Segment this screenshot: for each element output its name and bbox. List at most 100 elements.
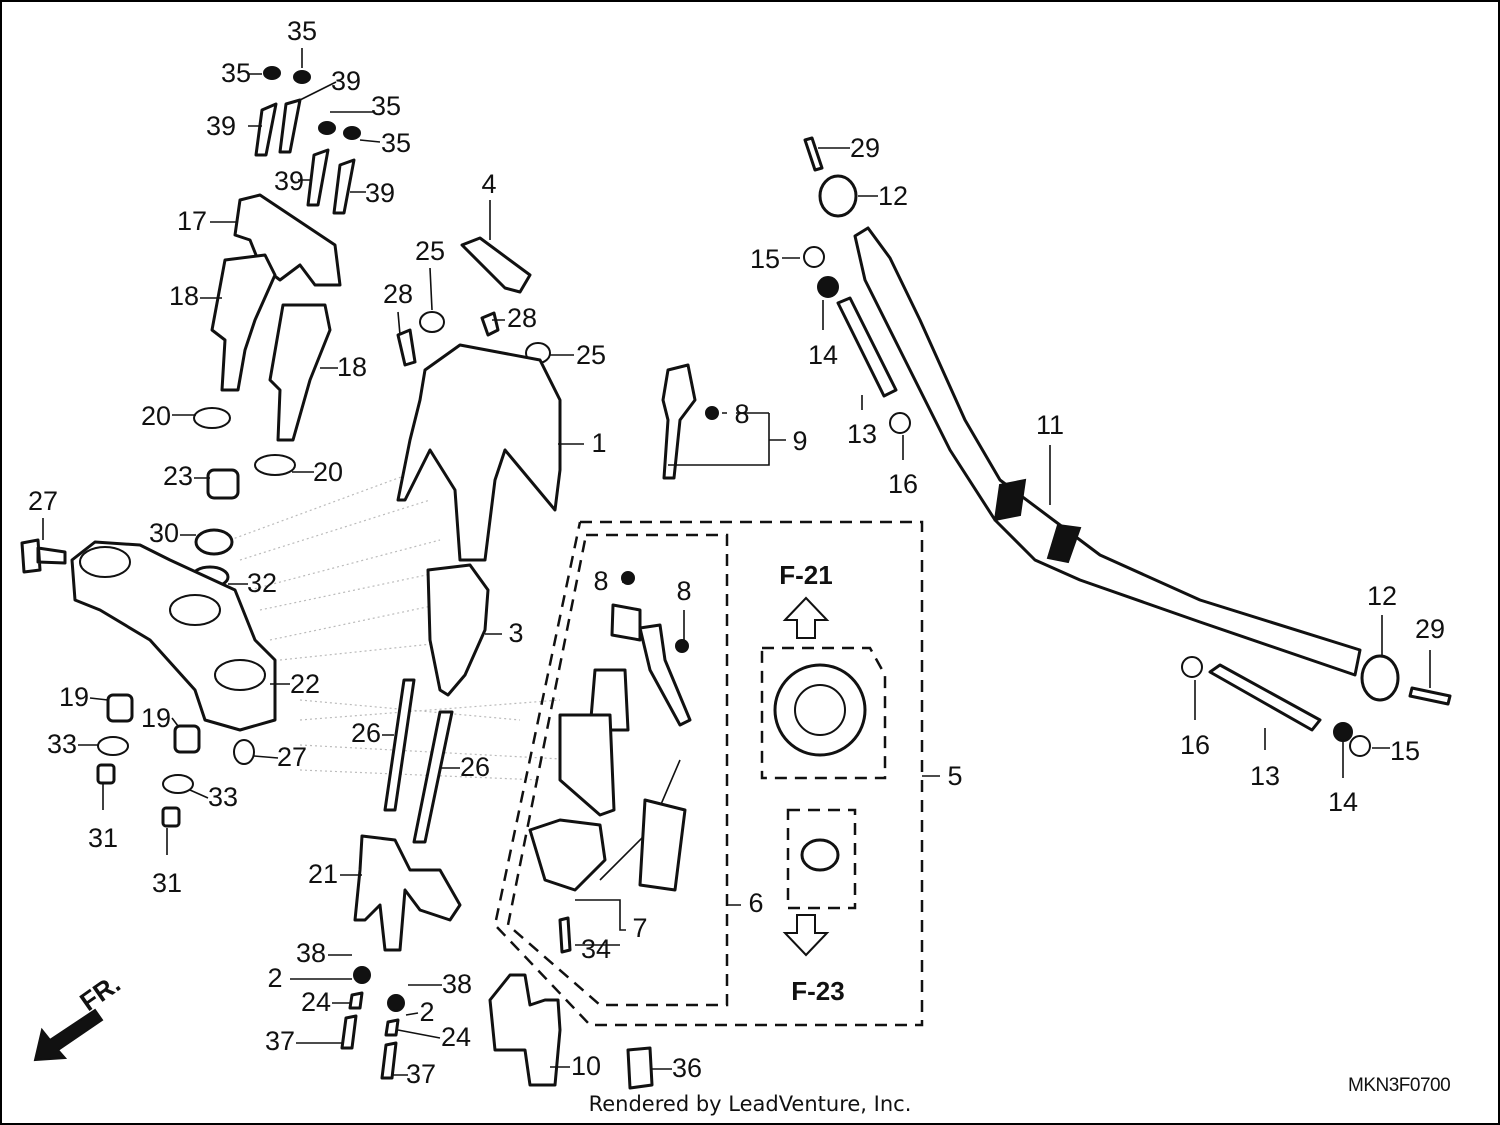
- ring-top: [817, 276, 839, 298]
- screw-right: [480, 311, 500, 337]
- part-label-24: 24: [301, 987, 331, 1017]
- ring-right: [1333, 722, 1353, 742]
- part-label-35: 35: [287, 16, 317, 46]
- part-label-8: 8: [593, 566, 608, 596]
- lock-ref: [800, 838, 840, 872]
- part-label-35: 35: [221, 58, 251, 88]
- part-label-35: 35: [381, 128, 411, 158]
- ref-box-bottom: [786, 808, 857, 910]
- fr-mark: FR.: [74, 968, 126, 1017]
- small-fasteners-bottom: [340, 966, 405, 1080]
- long-bolt-right: [412, 710, 454, 844]
- part-label-23: 23: [163, 461, 193, 491]
- part-label-12: 12: [878, 181, 908, 211]
- part-label-9: 9: [792, 426, 807, 456]
- clamp-hole-right: [214, 659, 266, 691]
- part-label-29: 29: [1415, 614, 1445, 644]
- part-label-19: 19: [59, 682, 89, 712]
- part-label-20: 20: [141, 401, 171, 431]
- part-label-1: 1: [591, 428, 606, 458]
- part-label-14: 14: [1328, 787, 1358, 817]
- part-label-25: 25: [415, 236, 445, 266]
- emblem: [460, 236, 532, 294]
- part-label-31: 31: [152, 868, 182, 898]
- part-label-4: 4: [481, 169, 496, 199]
- bracket: [353, 834, 462, 952]
- ref-arrow-down: [782, 914, 830, 957]
- small-fasteners-left: [190, 407, 296, 589]
- clamp-hole-center: [169, 594, 221, 626]
- part-label-17: 17: [177, 206, 207, 236]
- ref-box-top: [760, 646, 887, 780]
- diagram-code: MKN3F0700: [1348, 1075, 1451, 1096]
- part-label-2: 2: [267, 963, 282, 993]
- part-label-38: 38: [442, 969, 472, 999]
- part-label-24: 24: [441, 1022, 471, 1052]
- ref-label-f23: F-23: [791, 976, 844, 1006]
- small-fasteners-lower-left: [96, 693, 255, 828]
- part-label-8: 8: [734, 399, 749, 429]
- part-label-8: 8: [676, 576, 691, 606]
- part-label-39: 39: [274, 166, 304, 196]
- footer-credit: Rendered by LeadVenture, Inc.: [588, 1092, 912, 1116]
- part-label-22: 22: [290, 669, 320, 699]
- handlebar-band-2: [1046, 523, 1082, 564]
- part-label-20: 20: [313, 457, 343, 487]
- lower-cover: [426, 563, 490, 697]
- part-label-27: 27: [28, 486, 58, 516]
- part-label-5: 5: [947, 761, 962, 791]
- top-bridge-bolts: [254, 66, 361, 215]
- part-label-15: 15: [1390, 736, 1420, 766]
- part-label-36: 36: [672, 1053, 702, 1083]
- fuel-cap-ref-inner: [794, 684, 846, 736]
- part-label-26: 26: [351, 718, 381, 748]
- part-label-30: 30: [149, 518, 179, 548]
- collar-top: [889, 412, 911, 434]
- part-label-11: 11: [1036, 410, 1064, 440]
- key: [661, 363, 697, 480]
- pinch-bolt: [20, 538, 67, 574]
- set-box-5: [493, 520, 924, 1027]
- washer-right: [1349, 735, 1371, 757]
- key-ring: [705, 406, 719, 420]
- part-label-18: 18: [169, 281, 199, 311]
- leader-lines: [42, 48, 1431, 1076]
- part-label-31: 31: [88, 823, 118, 853]
- part-label-33: 33: [208, 782, 238, 812]
- part-label-10: 10: [571, 1051, 601, 1081]
- weight-top: [836, 296, 898, 398]
- part-label-26: 26: [460, 752, 490, 782]
- ref-label-f21: F-21: [779, 560, 832, 590]
- grommet-left: [419, 311, 445, 333]
- handlebar-riser-left: [210, 253, 277, 392]
- handlebar-band-1: [993, 478, 1027, 522]
- part-label-37: 37: [406, 1059, 436, 1089]
- part-label-37: 37: [265, 1026, 295, 1056]
- bar-end-screw-right: [1408, 686, 1452, 706]
- part-label-15: 15: [750, 244, 780, 274]
- part-label-28: 28: [383, 279, 413, 309]
- part-label-25: 25: [576, 340, 606, 370]
- part-label-12: 12: [1367, 581, 1397, 611]
- front-direction-arrow: FR.: [33, 968, 126, 1062]
- part-label-21: 21: [308, 859, 338, 889]
- weight-right: [1208, 663, 1322, 732]
- set-box-6: [506, 533, 729, 1007]
- part-label-39: 39: [206, 111, 236, 141]
- part-label-13: 13: [1250, 761, 1280, 791]
- part-label-16: 16: [1180, 730, 1210, 760]
- part-label-39: 39: [331, 66, 361, 96]
- part-label-3: 3: [508, 618, 523, 648]
- part-label-39: 39: [365, 178, 395, 208]
- part-label-35: 35: [371, 91, 401, 121]
- bar-end-top: [818, 174, 858, 218]
- part-label-18: 18: [337, 352, 367, 382]
- part-label-7: 7: [632, 913, 647, 943]
- handlebar-riser-right: [268, 303, 332, 442]
- wire-cap: [626, 1046, 654, 1090]
- ignition-switch: [528, 571, 692, 954]
- long-bolt-left: [383, 678, 416, 812]
- part-label-19: 19: [141, 703, 171, 733]
